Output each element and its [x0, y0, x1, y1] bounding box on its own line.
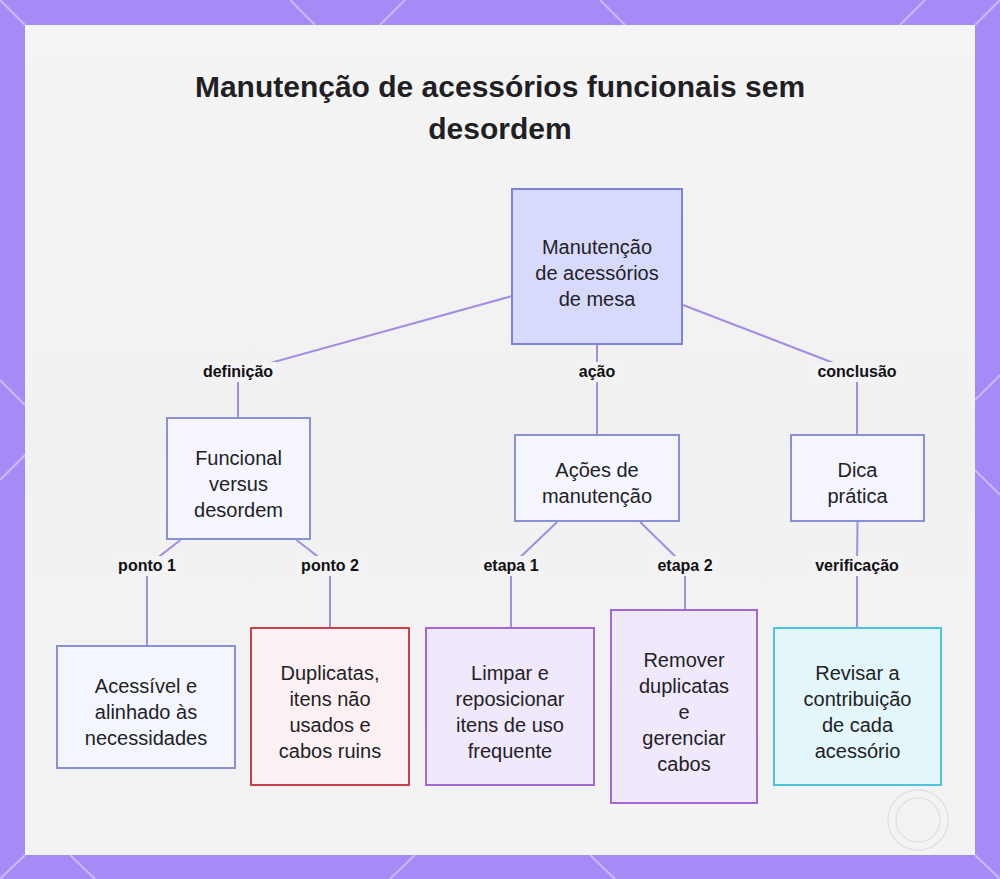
- node-text: Limpar e reposicionar itens de uso frequ…: [448, 660, 573, 764]
- edge-label: ponto 1: [115, 556, 179, 576]
- leaf-box: Acessível e alinhado às necessidades: [56, 645, 236, 769]
- node-text: Dica prática: [818, 457, 898, 509]
- node-text: Acessível e alinhado às necessidades: [79, 673, 214, 751]
- connector-line: [238, 296, 511, 417]
- watermark-logo: [888, 790, 948, 850]
- node-text: Remover duplicatas e gerenciar cabos: [636, 647, 732, 777]
- edge-label: conclusão: [814, 362, 899, 382]
- node-text: Ações de manutenção: [532, 457, 662, 509]
- category-box: Funcional versus desordem: [166, 417, 311, 540]
- edge-label: etapa 1: [480, 556, 541, 576]
- category-box: Ações de manutenção: [514, 434, 680, 522]
- connector-line: [596, 345, 598, 434]
- node-text: Funcional versus desordem: [186, 445, 291, 523]
- leaf-box: Remover duplicatas e gerenciar cabos: [610, 609, 758, 804]
- edge-label: ponto 2: [298, 556, 362, 576]
- edge-label: ação: [576, 362, 618, 382]
- diagram-title: Manutenção de acessórios funcionais sem …: [150, 66, 850, 150]
- connector-line: [297, 540, 331, 627]
- leaf-box: Revisar a contribuição de cada acessório: [773, 627, 942, 786]
- node-text: Revisar a contribuição de cada acessório: [798, 660, 918, 764]
- leaf-box: Duplicatas, itens não usados e cabos rui…: [250, 627, 410, 786]
- edge-label: verificação: [812, 556, 902, 576]
- leaf-box: Limpar e reposicionar itens de uso frequ…: [425, 627, 595, 786]
- edge-label: definição: [200, 362, 276, 382]
- category-box: Dica prática: [790, 434, 925, 522]
- node-text: Duplicatas, itens não usados e cabos rui…: [277, 660, 383, 764]
- edge-label: etapa 2: [654, 556, 715, 576]
- node-text: Manutenção de acessórios de mesa: [535, 234, 660, 312]
- root-box: Manutenção de acessórios de mesa: [511, 188, 683, 345]
